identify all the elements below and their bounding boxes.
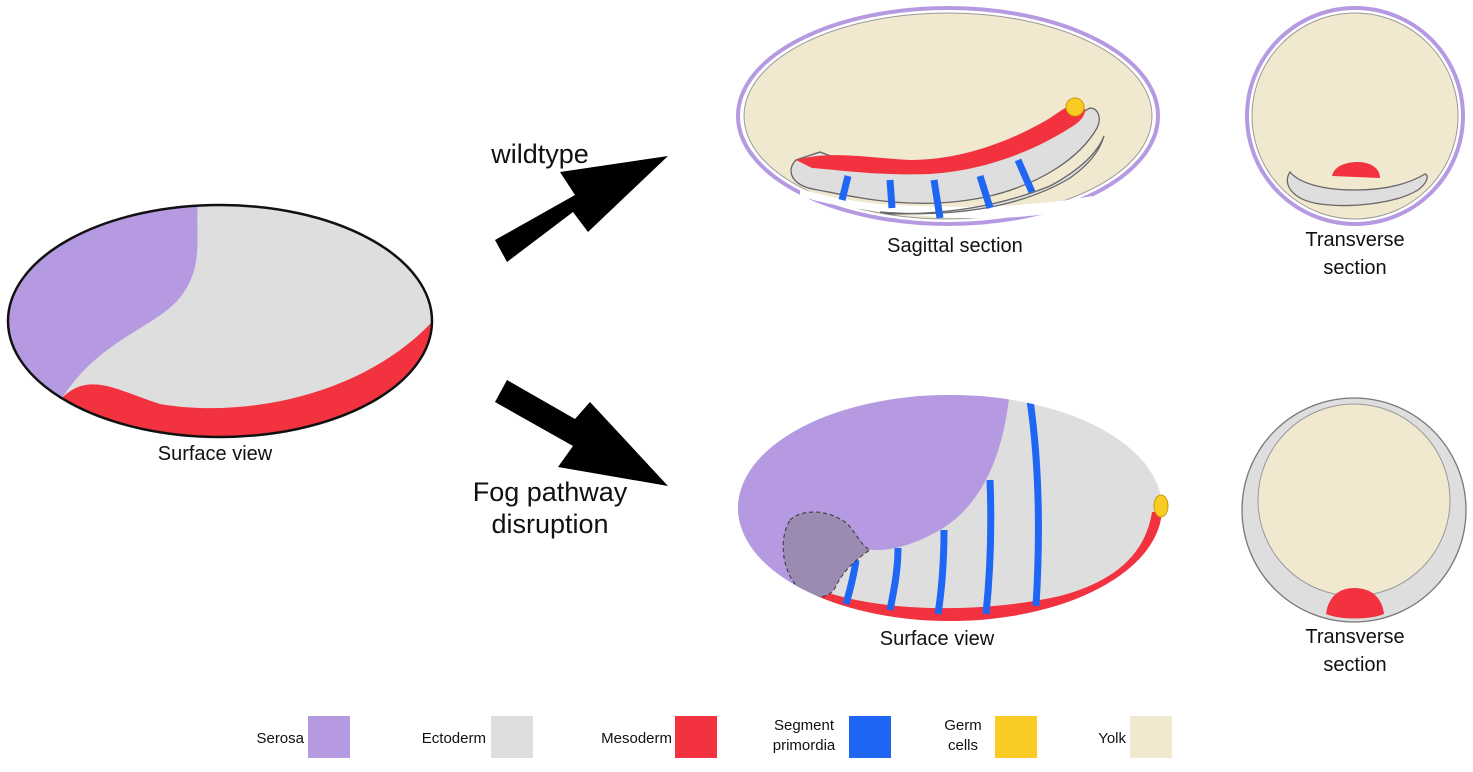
transverse-top-mesoderm (1332, 162, 1380, 178)
sagittal-section (736, 6, 1160, 226)
legend-label-germ-cells: Germ cells (944, 717, 982, 754)
legend-label-segment-primordia: Segment primordia (772, 717, 836, 754)
surface-bottom-caption: Surface view (879, 628, 995, 650)
left-outline (6, 203, 434, 439)
legend-label-yolk: Yolk (1098, 730, 1126, 747)
legend-label-serosa: Serosa (256, 730, 304, 747)
sagittal-segments (838, 158, 1036, 219)
legend-swatch-serosa (308, 716, 350, 758)
sagittal-mesoderm (796, 102, 1085, 175)
transverse-section-top (1245, 6, 1465, 226)
legend-swatch-germ-cells (995, 716, 1037, 758)
left-surface-caption: Surface view (157, 443, 273, 465)
legend-label-ectoderm: Ectoderm (421, 730, 486, 747)
sagittal-germ-cells (1065, 97, 1085, 117)
fog-surface-embryo (738, 395, 1169, 621)
transverse-section-bottom (1241, 397, 1467, 623)
arrow-to-fog (495, 380, 668, 486)
transverse-bottom-caption: Transverse section (1305, 626, 1405, 676)
transverse-top-yolk (1251, 12, 1459, 220)
left-surface-embryo (6, 203, 434, 439)
transverse-top-ectoderm (1286, 170, 1428, 207)
fog-segments (842, 399, 1042, 615)
left-mesoderm (62, 322, 432, 437)
sagittal-caption: Sagittal section (887, 235, 1023, 257)
legend-swatch-ectoderm (491, 716, 533, 758)
sagittal-serosa-outline (736, 6, 1160, 226)
transverse-top-serosa (1245, 6, 1465, 226)
wildtype-label: wildtype (491, 139, 589, 169)
fog-serosa (738, 395, 1010, 550)
arrow-to-wildtype (495, 156, 668, 262)
legend-swatch-yolk (1130, 716, 1172, 758)
transverse-bottom-mesoderm (1326, 588, 1384, 619)
fog-disruption-label: Fog pathway disruption (472, 477, 628, 539)
legend-swatch-mesoderm (675, 716, 717, 758)
transverse-bottom-yolk (1257, 403, 1451, 597)
legend-label-mesoderm: Mesoderm (601, 730, 672, 747)
transverse-top-caption: Transverse section (1305, 229, 1405, 279)
fog-folded-serosa (782, 511, 871, 598)
legend-swatch-segment-primordia (849, 716, 891, 758)
fog-germ-cells (1153, 494, 1169, 518)
sagittal-amnion-gap (800, 188, 1092, 219)
